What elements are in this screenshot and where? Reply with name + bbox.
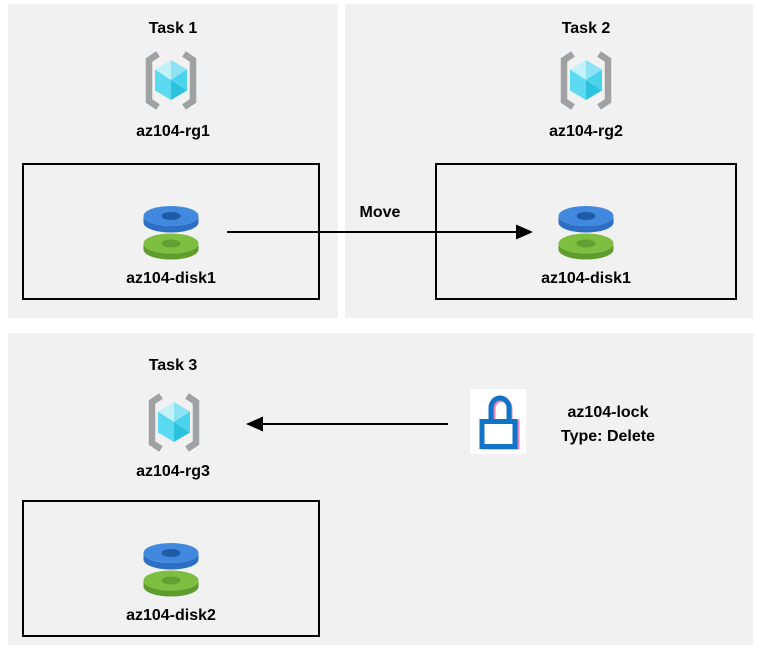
move-arrow-label: Move	[359, 204, 401, 221]
bracket-right	[597, 51, 612, 110]
disk-icon	[557, 205, 615, 260]
cube-face	[570, 60, 586, 80]
task3-disk-label: az104-disk2	[126, 607, 216, 624]
task3-title: Task 3	[148, 357, 198, 374]
disk-blue-side	[143, 216, 199, 233]
disk-green-side	[143, 243, 199, 260]
cube-face	[158, 402, 174, 422]
resource-group-icon	[142, 50, 200, 111]
task3-resource-group-label: az104-rg3	[136, 463, 210, 480]
disk-green-hole	[161, 239, 181, 248]
task1-disk-label: az104-disk1	[126, 270, 216, 287]
task1-disk-box: az104-disk1	[22, 163, 320, 300]
task1-resource-group-label: az104-rg1	[136, 123, 210, 140]
bracket-left	[148, 393, 163, 452]
cube-face	[171, 69, 187, 91]
disk-green-side	[143, 580, 199, 597]
disk-green-hole	[576, 239, 596, 248]
task1-panel: Task 1 az104-rg1	[8, 4, 338, 318]
disk-green-side	[558, 243, 614, 260]
lock-type: Type: Delete	[561, 428, 655, 445]
bracket-right	[185, 393, 200, 452]
task2-resource-group-label: az104-rg2	[549, 123, 623, 140]
task2-panel: Task 2 az104-rg2	[345, 4, 753, 318]
disk-green-hole	[161, 576, 181, 585]
disk-blue-hole	[161, 212, 181, 220]
cube-face	[155, 60, 171, 80]
disk-icon	[142, 205, 200, 260]
lock-body	[479, 419, 518, 449]
cube-face	[174, 402, 190, 422]
cube-face	[586, 80, 602, 100]
task2-disk-box: az104-disk1	[435, 163, 737, 300]
disk-blue-side	[558, 216, 614, 233]
cube-face	[586, 60, 602, 80]
resource-group-icon	[145, 392, 203, 453]
lock-shackle	[488, 395, 512, 422]
disk-blue-hole	[576, 212, 596, 220]
cube-face	[174, 422, 190, 442]
cube-face	[174, 411, 190, 433]
task2-disk-label: az104-disk1	[541, 270, 631, 287]
bracket-left	[145, 51, 160, 110]
disk-blue-hole	[161, 549, 181, 557]
cube-face	[171, 60, 187, 80]
task3-panel: Task 3 az104-rg3	[8, 333, 753, 645]
cube-face	[171, 80, 187, 100]
task2-title: Task 2	[561, 20, 611, 37]
lock-name: az104-lock	[567, 404, 649, 421]
lock-caption: az104-lock Type: Delete	[533, 401, 683, 449]
cube-face	[155, 69, 171, 100]
lock-icon	[479, 395, 520, 450]
task3-disk-box: az104-disk2	[22, 500, 320, 637]
bracket-left	[560, 51, 575, 110]
disk-icon	[142, 542, 200, 597]
cube-face	[570, 69, 586, 100]
cube-face	[158, 411, 174, 442]
cube-face	[586, 69, 602, 91]
lock-tile	[470, 389, 526, 454]
bracket-right	[182, 51, 197, 110]
disk-blue-side	[143, 553, 199, 570]
resource-group-icon	[557, 50, 615, 111]
task1-title: Task 1	[148, 20, 198, 37]
